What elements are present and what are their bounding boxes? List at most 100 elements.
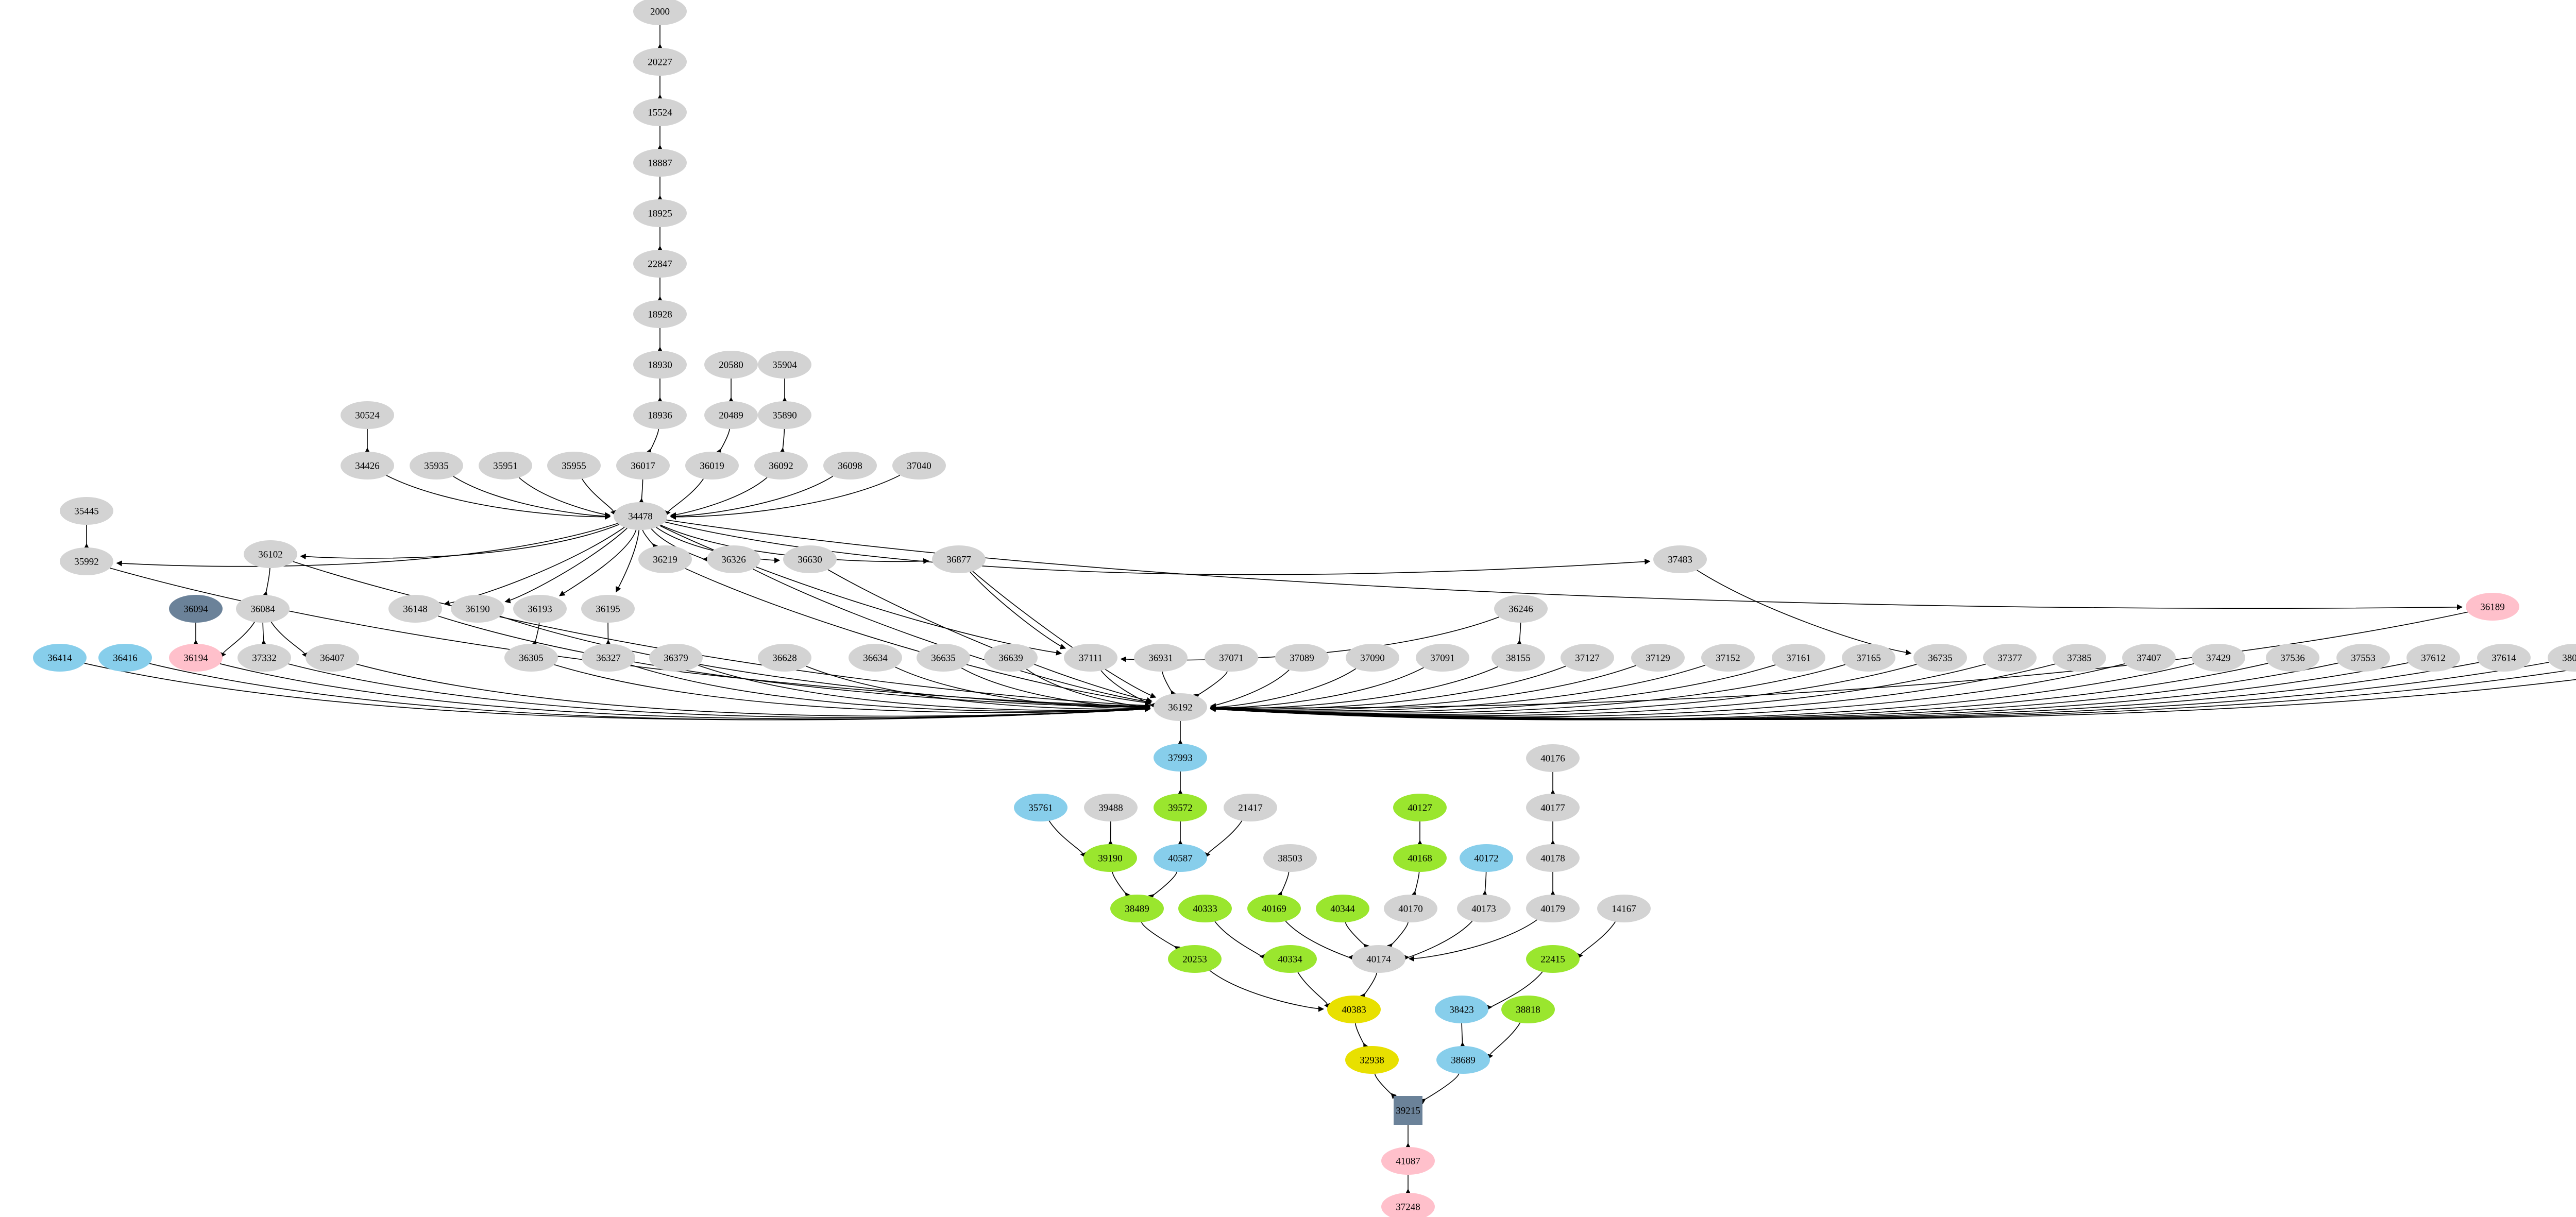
graph-node[interactable]: 36416 — [98, 644, 152, 672]
graph-node[interactable]: 35445 — [60, 497, 113, 525]
graph-node[interactable]: 36305 — [504, 644, 558, 672]
graph-node[interactable]: 18925 — [633, 199, 687, 227]
node-shape-ellipse[interactable] — [169, 644, 223, 672]
node-shape-ellipse[interactable] — [707, 545, 760, 573]
graph-node[interactable]: 36628 — [758, 644, 811, 672]
graph-node[interactable]: 36877 — [932, 545, 986, 573]
node-shape-ellipse[interactable] — [244, 540, 297, 568]
node-shape-ellipse[interactable] — [1110, 895, 1164, 922]
graph-node[interactable]: 38423 — [1435, 996, 1488, 1023]
node-shape-ellipse[interactable] — [582, 644, 635, 672]
graph-node[interactable]: 37090 — [1346, 644, 1399, 672]
graph-node[interactable]: 35955 — [547, 452, 601, 479]
graph-node[interactable]: 36414 — [33, 644, 87, 672]
graph-node[interactable]: 35904 — [758, 351, 811, 379]
node-shape-ellipse[interactable] — [633, 48, 687, 76]
node-shape-ellipse[interactable] — [1561, 644, 1614, 672]
node-shape-ellipse[interactable] — [1154, 794, 1207, 821]
node-shape-ellipse[interactable] — [1416, 644, 1469, 672]
node-shape-ellipse[interactable] — [1345, 1046, 1399, 1074]
graph-node[interactable]: 39190 — [1083, 844, 1137, 872]
node-shape-ellipse[interactable] — [1631, 644, 1685, 672]
node-shape-ellipse[interactable] — [1772, 644, 1825, 672]
graph-node[interactable]: 40177 — [1526, 794, 1580, 821]
node-shape-ellipse[interactable] — [685, 452, 739, 479]
graph-node[interactable]: 20227 — [633, 48, 687, 76]
node-shape-ellipse[interactable] — [238, 644, 291, 672]
graph-node[interactable]: 36194 — [169, 644, 223, 672]
graph-node[interactable]: 38155 — [1492, 644, 1545, 672]
graph-node[interactable]: 35951 — [479, 452, 532, 479]
node-shape-ellipse[interactable] — [1084, 794, 1138, 821]
node-shape-ellipse[interactable] — [1526, 794, 1580, 821]
graph-node[interactable]: 36098 — [823, 452, 877, 479]
node-shape-ellipse[interactable] — [1178, 895, 1232, 922]
graph-node[interactable]: 14167 — [1597, 895, 1651, 922]
node-shape-ellipse[interactable] — [1501, 996, 1555, 1023]
graph-node[interactable]: 37089 — [1275, 644, 1329, 672]
graph-node[interactable]: 39488 — [1084, 794, 1138, 821]
node-shape-ellipse[interactable] — [1263, 844, 1317, 872]
graph-node[interactable]: 38818 — [1501, 996, 1555, 1023]
node-shape-ellipse[interactable] — [849, 644, 902, 672]
node-shape-ellipse[interactable] — [1701, 644, 1755, 672]
graph-node[interactable]: 38689 — [1436, 1046, 1490, 1074]
node-shape-ellipse[interactable] — [2406, 644, 2460, 672]
node-shape-ellipse[interactable] — [633, 199, 687, 227]
node-shape-ellipse[interactable] — [1435, 996, 1488, 1023]
graph-node[interactable]: 37429 — [2192, 644, 2245, 672]
node-shape-ellipse[interactable] — [547, 452, 601, 479]
node-shape-ellipse[interactable] — [1064, 644, 1117, 672]
node-shape-ellipse[interactable] — [410, 452, 463, 479]
node-shape-ellipse[interactable] — [1154, 844, 1207, 872]
graph-node[interactable]: 37165 — [1842, 644, 1895, 672]
graph-node[interactable]: 21417 — [1224, 794, 1277, 821]
graph-node[interactable]: 36630 — [783, 545, 837, 573]
node-shape-ellipse[interactable] — [1526, 744, 1580, 772]
graph-node[interactable]: 34478 — [614, 502, 667, 530]
graph-node[interactable]: 38503 — [1263, 844, 1317, 872]
node-shape-ellipse[interactable] — [1014, 794, 1067, 821]
graph-node[interactable]: 37612 — [2406, 644, 2460, 672]
graph-node[interactable]: 40127 — [1393, 794, 1447, 821]
node-shape-ellipse[interactable] — [1083, 844, 1137, 872]
graph-node[interactable]: 20253 — [1168, 945, 1222, 973]
graph-node[interactable]: 36019 — [685, 452, 739, 479]
graph-node[interactable]: 37614 — [2477, 644, 2531, 672]
graph-node[interactable]: 36639 — [984, 644, 1038, 672]
node-shape-ellipse[interactable] — [2548, 644, 2576, 672]
node-shape-ellipse[interactable] — [1381, 1193, 1435, 1217]
node-shape-ellipse[interactable] — [1205, 644, 1258, 672]
graph-node[interactable]: 35935 — [410, 452, 463, 479]
node-shape-ellipse[interactable] — [932, 545, 986, 573]
graph-node[interactable]: 20489 — [704, 401, 758, 429]
graph-node[interactable]: 18887 — [633, 149, 687, 177]
node-shape-ellipse[interactable] — [1346, 644, 1399, 672]
node-shape-ellipse[interactable] — [2192, 644, 2245, 672]
graph-node[interactable]: 36326 — [707, 545, 760, 573]
node-shape-ellipse[interactable] — [1263, 945, 1317, 973]
node-shape-ellipse[interactable] — [1381, 1147, 1435, 1175]
graph-node[interactable]: 37127 — [1561, 644, 1614, 672]
node-shape-ellipse[interactable] — [1154, 693, 1207, 721]
node-shape-ellipse[interactable] — [633, 351, 687, 379]
graph-node[interactable]: 37040 — [892, 452, 946, 479]
node-shape-ellipse[interactable] — [758, 401, 811, 429]
node-shape-ellipse[interactable] — [754, 452, 808, 479]
graph-node[interactable]: 36189 — [2466, 593, 2519, 621]
graph-node[interactable]: 40172 — [1460, 844, 1513, 872]
node-shape-ellipse[interactable] — [704, 351, 758, 379]
node-shape-ellipse[interactable] — [917, 644, 970, 672]
node-shape-ellipse[interactable] — [633, 300, 687, 328]
graph-node[interactable]: 36148 — [388, 595, 442, 623]
graph-node[interactable]: 36246 — [1494, 595, 1548, 623]
graph-node[interactable]: 36735 — [1913, 644, 1967, 672]
graph-node[interactable]: 40587 — [1154, 844, 1207, 872]
node-shape-ellipse[interactable] — [2477, 644, 2531, 672]
graph-node[interactable]: 40170 — [1384, 895, 1437, 922]
node-shape-ellipse[interactable] — [98, 644, 152, 672]
graph-node[interactable]: 36084 — [236, 595, 290, 623]
node-shape-ellipse[interactable] — [704, 401, 758, 429]
node-shape-ellipse[interactable] — [60, 547, 113, 575]
node-shape-ellipse[interactable] — [633, 401, 687, 429]
